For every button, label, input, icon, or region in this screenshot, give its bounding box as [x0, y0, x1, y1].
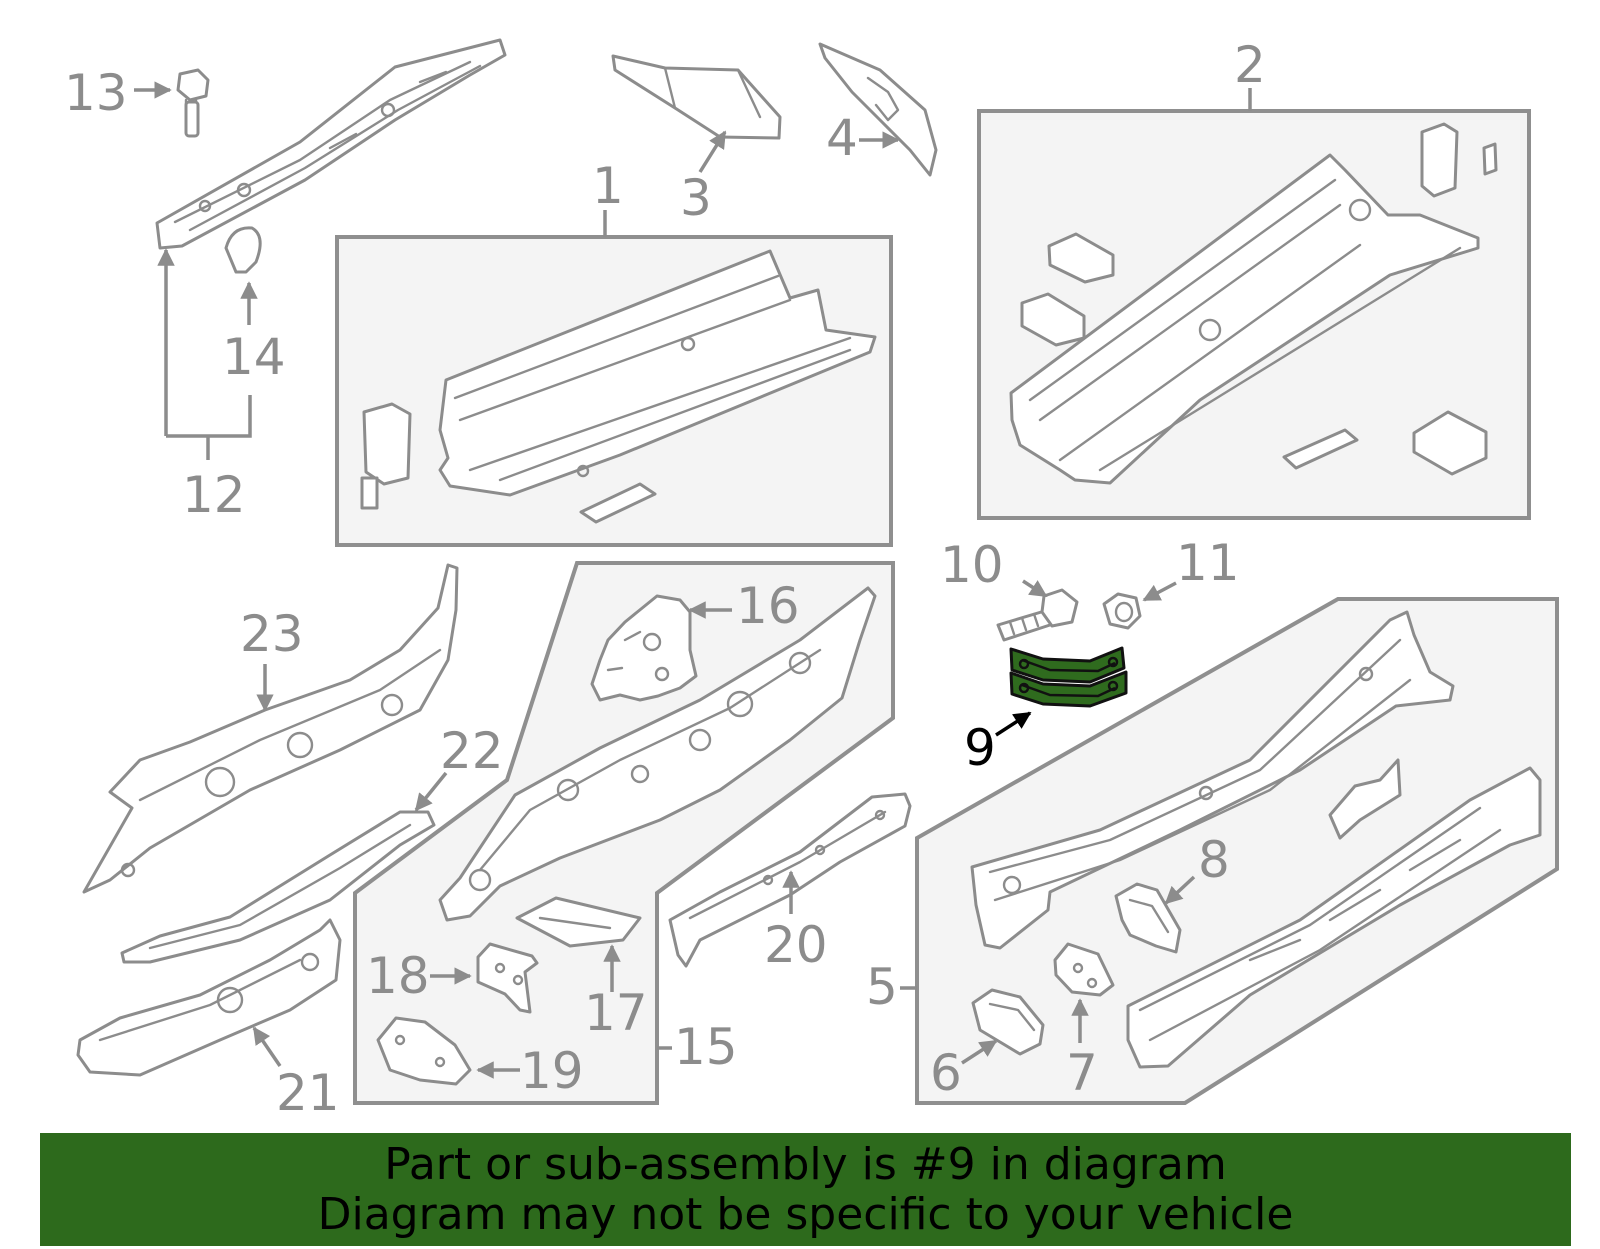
banner-line-1: Part or sub-assembly is #9 in diagram — [384, 1138, 1227, 1190]
panel-4[interactable] — [818, 42, 938, 177]
callout-4: 4 — [826, 109, 858, 167]
callout-19: 19 — [520, 1042, 584, 1100]
bracket-16[interactable] — [590, 594, 698, 702]
bracket-6[interactable] — [971, 988, 1045, 1056]
bracket-19[interactable] — [376, 1016, 472, 1086]
rail-12[interactable] — [155, 38, 507, 250]
nut-11[interactable] — [1102, 592, 1142, 630]
cowl-panel-2[interactable] — [1009, 122, 1498, 485]
bracket-8[interactable] — [1114, 882, 1182, 954]
dash-panel-23[interactable] — [82, 563, 459, 894]
callout-16: 16 — [736, 577, 800, 635]
plate-7[interactable] — [1053, 942, 1115, 997]
member-22[interactable] — [120, 810, 436, 964]
callout-3: 3 — [680, 169, 712, 227]
panel-21[interactable] — [76, 918, 342, 1077]
dash-panel-1[interactable] — [360, 249, 877, 524]
callout-8: 8 — [1198, 831, 1230, 889]
bracket-18[interactable] — [476, 942, 539, 1014]
callout-12: 12 — [182, 466, 246, 524]
crossmember-5[interactable] — [970, 610, 1542, 1069]
callout-6: 6 — [930, 1044, 962, 1102]
clip-14[interactable] — [224, 226, 262, 274]
callout-11: 11 — [1176, 534, 1240, 592]
callout-21: 21 — [276, 1064, 340, 1122]
callout-7: 7 — [1066, 1044, 1098, 1102]
panel-17[interactable] — [515, 896, 642, 948]
callout-9: 9 — [964, 719, 996, 777]
banner-line-2: Diagram may not be specific to your vehi… — [317, 1188, 1294, 1240]
callout-1: 1 — [592, 157, 624, 215]
callout-2: 2 — [1234, 36, 1266, 94]
info-banner: Part or sub-assembly is #9 in diagram Di… — [40, 1133, 1571, 1246]
bolt-10[interactable] — [996, 588, 1079, 642]
dash-insulator-15[interactable] — [438, 586, 877, 922]
callout-22: 22 — [440, 722, 504, 780]
callout-20: 20 — [764, 916, 828, 974]
callout-15: 15 — [674, 1018, 738, 1076]
callout-14: 14 — [222, 328, 286, 386]
cowl-cover-3[interactable] — [611, 54, 782, 140]
bracket-9-highlighted[interactable] — [1009, 646, 1128, 708]
callout-23: 23 — [240, 605, 304, 663]
callout-10: 10 — [940, 536, 1004, 594]
callout-17: 17 — [584, 984, 648, 1042]
callout-18: 18 — [366, 947, 430, 1005]
bolt-13[interactable] — [176, 68, 210, 138]
callout-5: 5 — [866, 958, 898, 1016]
callout-13: 13 — [64, 64, 128, 122]
